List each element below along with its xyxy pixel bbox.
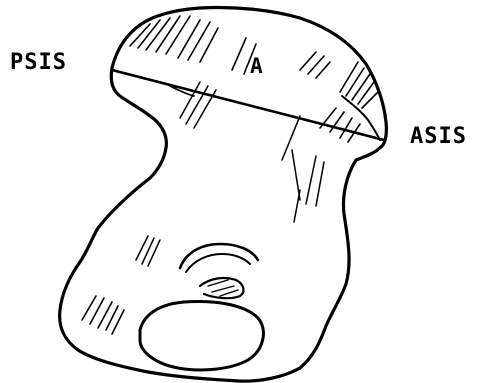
asis-label: ASIS — [410, 126, 467, 148]
notch-hatching — [136, 236, 160, 266]
region-a-label: A — [250, 56, 263, 77]
acetabulum-hatching — [208, 280, 238, 296]
psis-label: PSIS — [10, 52, 67, 74]
wing-strokes — [180, 82, 324, 222]
crest-hatching — [130, 16, 378, 142]
ischium-hatching — [82, 296, 124, 334]
acetabulum-rim-inner — [186, 254, 250, 272]
psis-asis-line — [112, 70, 384, 140]
obturator-foramen — [140, 302, 263, 370]
